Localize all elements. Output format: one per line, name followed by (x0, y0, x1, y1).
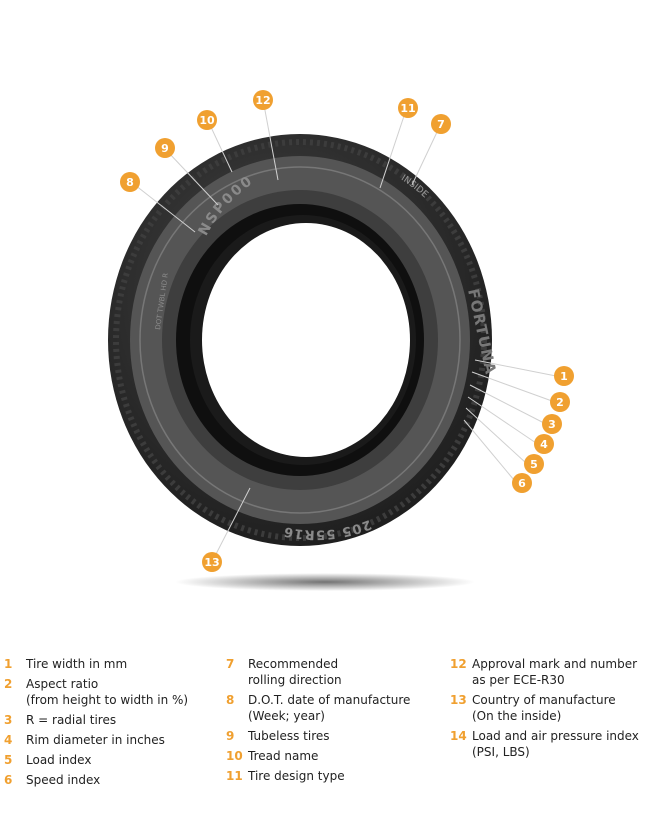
callout-2: 2 (550, 392, 570, 412)
callout-4: 4 (534, 434, 554, 454)
legend-text: Country of manufacture (On the inside) (472, 693, 616, 723)
tire-hole (202, 223, 410, 457)
leader-line-6 (463, 419, 515, 481)
legend-text: Load and air pressure index (PSI, LBS) (472, 729, 639, 759)
legend-number: 13 (450, 693, 467, 707)
legend-item-13: 13 Country of manufacture (On the inside) (450, 692, 650, 724)
callout-8: 8 (120, 172, 140, 192)
tire-shadow (175, 573, 475, 591)
leader-line-1 (474, 359, 557, 377)
leader-line-12 (263, 104, 279, 181)
legend-number: 11 (226, 769, 243, 783)
legend-number: 8 (226, 693, 235, 707)
legend-number: 12 (450, 657, 467, 671)
legend-text: Aspect ratio (from height to width in %) (26, 677, 189, 707)
leader-line-2 (471, 371, 553, 402)
legend-item-7: 7 Recommended rolling direction (226, 656, 441, 688)
svg-text:4: 4 (540, 438, 548, 451)
callout-3: 3 (542, 414, 562, 434)
legend-column-3: 12 Approval mark and number as per ECE-R3… (450, 656, 650, 764)
legend-item-6: 6 Speed index (4, 772, 219, 788)
svg-text:13: 13 (204, 556, 219, 569)
legend-text: Speed index (26, 773, 101, 787)
svg-text:7: 7 (437, 118, 445, 131)
callout-12: 12 (253, 90, 273, 110)
tire-diagram: NSP000 INSIDE FORTUNA 205 55R16 DOT TWBL… (108, 90, 574, 591)
legend-item-2: 2 Aspect ratio (from height to width in %… (4, 676, 219, 708)
leader-line-8 (134, 184, 196, 233)
legend-number: 4 (4, 733, 13, 747)
legend-column-2: 7 Recommended rolling direction 8 D.O.T. d… (226, 656, 441, 788)
legend-number: 6 (4, 773, 13, 787)
callout-11: 11 (398, 98, 418, 118)
legend-text: Rim diameter in inches (26, 733, 165, 747)
legend-number: 3 (4, 713, 13, 727)
legend-text: D.O.T. date of manufacture (Week; year) (248, 693, 411, 723)
callout-5: 5 (524, 454, 544, 474)
tire: NSP000 INSIDE FORTUNA 205 55R16 DOT TWBL… (108, 134, 500, 546)
tire-tread-ring (113, 139, 487, 541)
svg-text:10: 10 (199, 114, 215, 127)
legend-number: 14 (450, 729, 467, 743)
svg-text:3: 3 (548, 418, 556, 431)
legend-number: 7 (226, 657, 235, 671)
svg-text:5: 5 (530, 458, 538, 471)
callout-1: 1 (554, 366, 574, 386)
legend-text: R = radial tires (26, 713, 117, 727)
legend-item-14: 14 Load and air pressure index (PSI, LBS) (450, 728, 650, 760)
legend-column-1: 1 Tire width in mm 2 Aspect ratio (from he… (4, 656, 219, 792)
legend-item-10: 10 Tread name (226, 748, 441, 764)
legend-item-9: 9 Tubeless tires (226, 728, 441, 744)
legend-item-5: 5 Load index (4, 752, 219, 768)
leader-line-7 (411, 129, 439, 186)
callout-7: 7 (431, 114, 451, 134)
leader-line-11 (379, 112, 406, 189)
svg-text:9: 9 (161, 142, 169, 155)
leader-line-5 (465, 407, 527, 464)
tire-sidewall-ring (139, 166, 461, 514)
callout-6: 6 (512, 473, 532, 493)
legend-text: Tire width in mm (26, 657, 128, 671)
leader-line-13 (214, 487, 251, 557)
leader-line-9 (167, 151, 219, 206)
legend-text: Recommended rolling direction (248, 657, 342, 687)
legend-text: Tubeless tires (248, 729, 330, 743)
legend-number: 9 (226, 729, 235, 743)
legend-text: Load index (26, 753, 92, 767)
legend-item-4: 4 Rim diameter in inches (4, 732, 219, 748)
legend-text: Tread name (248, 749, 319, 763)
legend-item-11: 11 Tire design type (226, 768, 441, 784)
svg-text:11: 11 (400, 102, 415, 115)
svg-text:6: 6 (518, 477, 526, 490)
legend-number: 5 (4, 753, 13, 767)
leader-line-10 (209, 124, 233, 173)
legend-item-3: 3 R = radial tires (4, 712, 219, 728)
legend-item-1: 1 Tire width in mm (4, 656, 219, 672)
callout-10: 10 (197, 110, 217, 130)
legend-text: Tire design type (248, 769, 345, 783)
leader-line-4 (467, 396, 537, 444)
legend-number: 1 (4, 657, 13, 671)
callouts: 1 2 3 4 5 6 7 8 9 10 11 12 13 (120, 90, 574, 572)
legend-number: 2 (4, 677, 13, 691)
callout-13: 13 (202, 552, 222, 572)
leader-line-3 (469, 384, 545, 424)
svg-text:12: 12 (255, 94, 270, 107)
legend-item-8: 8 D.O.T. date of manufacture (Week; year) (226, 692, 441, 724)
legend-item-12: 12 Approval mark and number as per ECE-R3… (450, 656, 650, 688)
svg-text:1: 1 (560, 370, 568, 383)
leader-lines (134, 104, 557, 557)
callout-9: 9 (155, 138, 175, 158)
legend-number: 10 (226, 749, 243, 763)
svg-text:8: 8 (126, 176, 134, 189)
legend-text: Approval mark and number as per ECE-R30 (472, 657, 638, 687)
svg-text:2: 2 (556, 396, 564, 409)
